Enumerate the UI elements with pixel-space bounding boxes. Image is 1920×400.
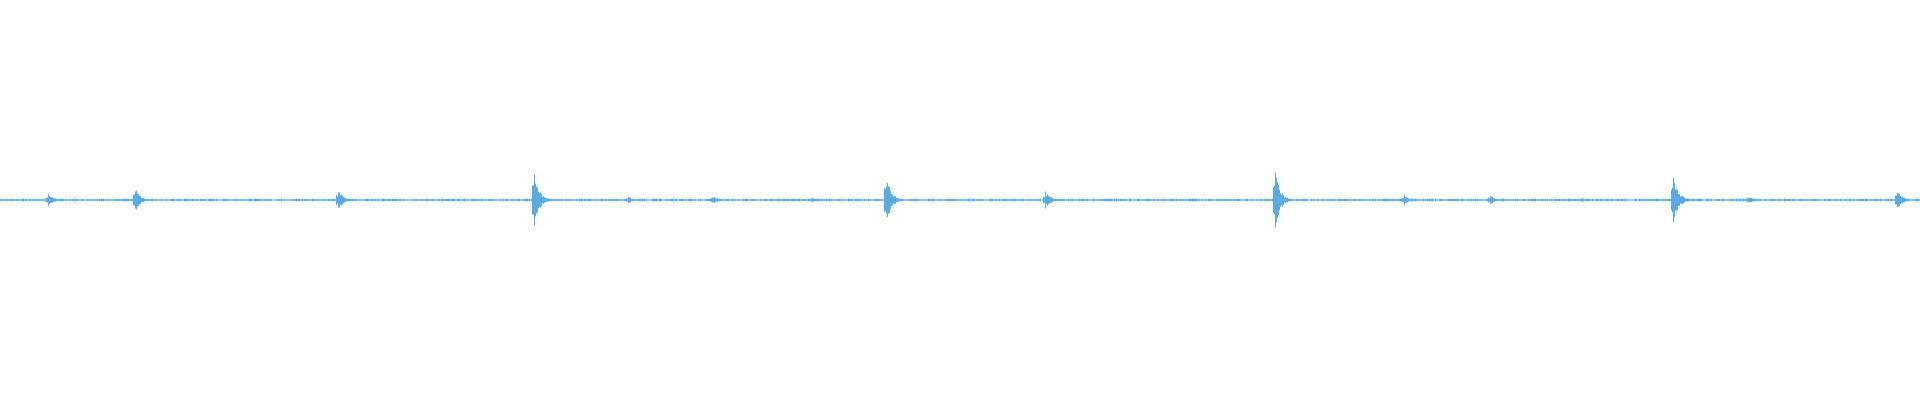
waveform-samples xyxy=(0,172,1920,228)
waveform-bars xyxy=(0,172,1920,228)
